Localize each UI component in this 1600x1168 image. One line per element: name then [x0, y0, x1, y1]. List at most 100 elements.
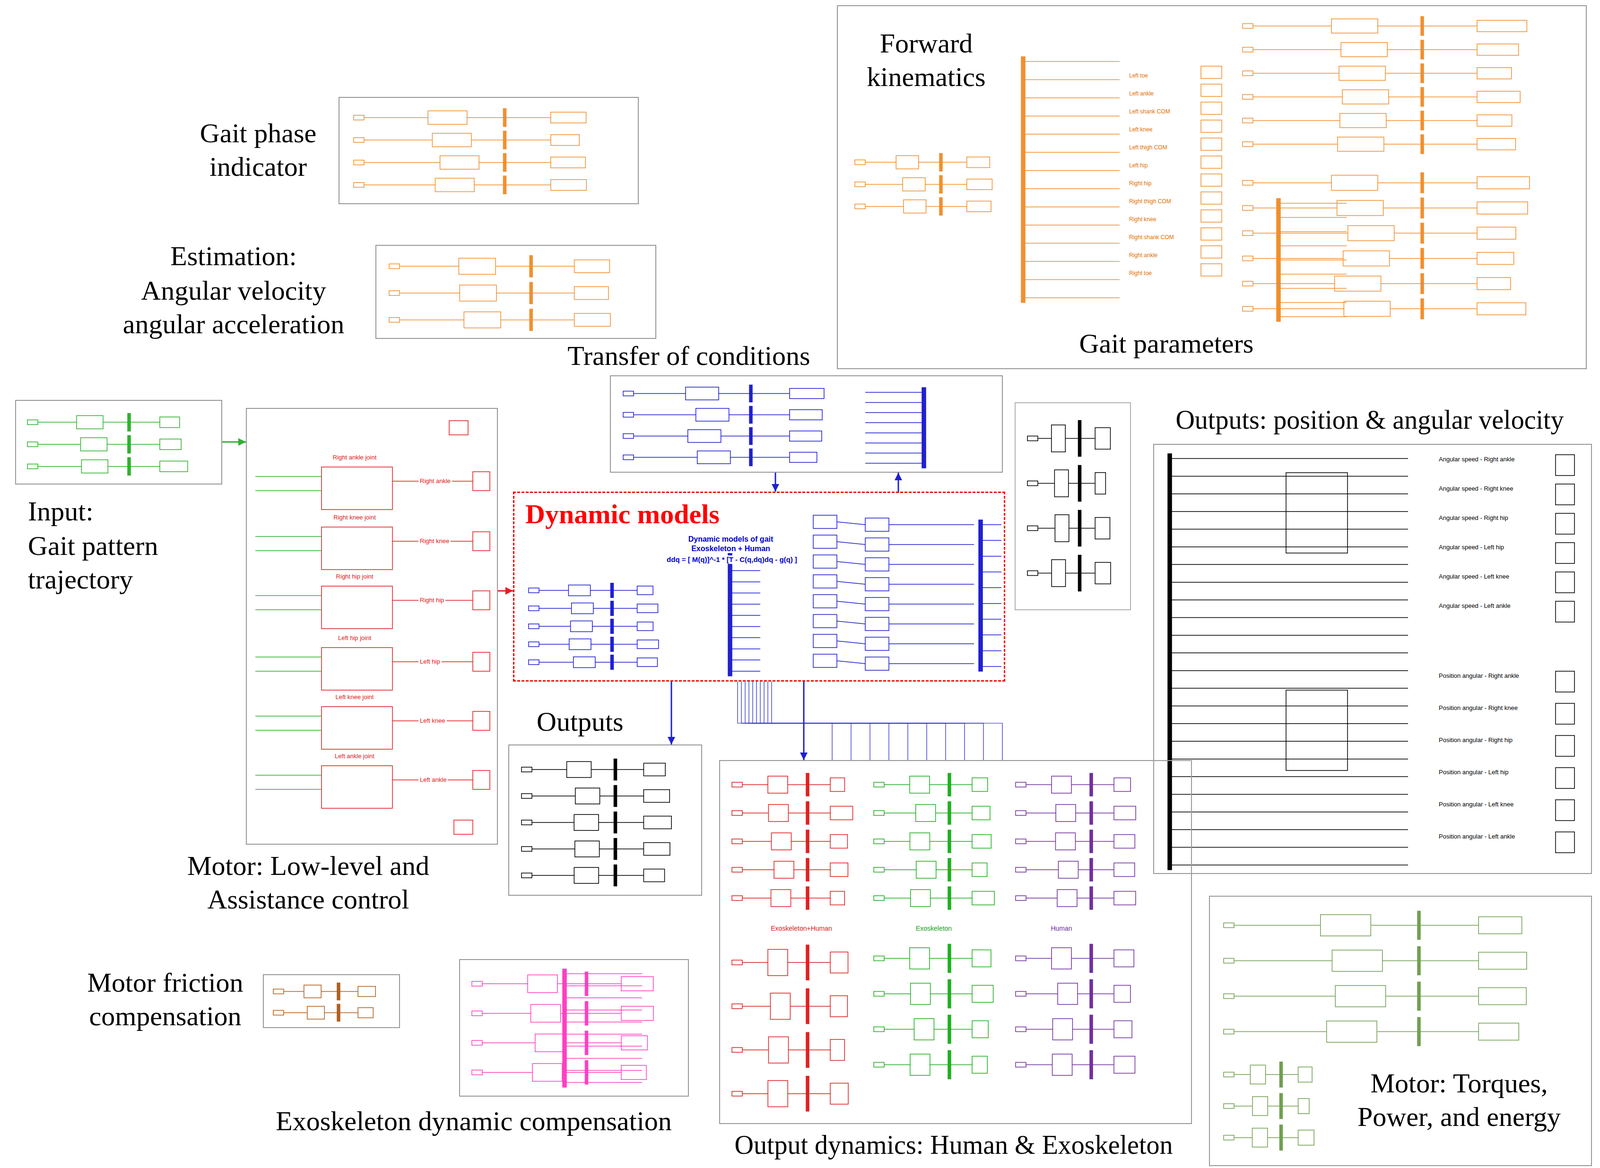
block-symbol — [1057, 889, 1078, 907]
signal-line — [1025, 188, 1120, 190]
block-symbol — [873, 810, 885, 816]
signal-line — [1171, 847, 1409, 849]
block-symbol — [830, 952, 849, 974]
signal-line — [942, 183, 967, 185]
block-symbol — [865, 538, 889, 552]
block-symbol — [966, 156, 990, 168]
block-symbol — [767, 949, 788, 977]
block-symbol — [530, 1004, 561, 1023]
block-symbol — [1113, 863, 1135, 878]
signal-label: Angular speed - Left hip — [1437, 543, 1506, 552]
signal-line — [531, 822, 574, 824]
signal-line — [1385, 72, 1421, 74]
signal-line — [1026, 1064, 1053, 1066]
block-symbol — [1279, 1093, 1283, 1119]
signal-line — [1171, 811, 1409, 813]
signal-line — [742, 1050, 769, 1052]
signal-line — [364, 162, 441, 164]
block-symbol — [535, 1034, 566, 1053]
block-symbol — [321, 467, 393, 510]
signal-line — [718, 393, 750, 395]
block-symbol — [865, 657, 889, 671]
signal-line — [1280, 273, 1347, 275]
signal-line — [888, 623, 974, 625]
block-symbol — [915, 804, 936, 822]
block-symbol — [813, 614, 837, 628]
panel-heading: Estimation: — [168, 239, 298, 274]
block-symbol — [643, 843, 670, 856]
block-symbol — [1089, 773, 1093, 797]
block-symbol — [1089, 944, 1093, 974]
signal-line — [836, 581, 866, 585]
signal-line — [737, 681, 833, 761]
signal-line — [1171, 723, 1409, 725]
signal-line — [731, 603, 761, 605]
signal-line — [1171, 599, 1409, 601]
signal-label: Right knee joint — [331, 513, 378, 522]
signal-line — [888, 583, 974, 585]
block-symbol — [1015, 1062, 1027, 1068]
block-symbol — [1477, 67, 1512, 79]
block-symbol — [575, 788, 600, 805]
signal-line — [1265, 1074, 1280, 1076]
signal-line — [1252, 120, 1340, 122]
block-symbol — [1286, 472, 1348, 554]
block-symbol — [1089, 980, 1093, 1009]
signal-line — [591, 769, 614, 771]
block-symbol — [1055, 833, 1076, 851]
block-symbol — [813, 634, 837, 648]
block-symbol — [1477, 303, 1526, 316]
block-symbol — [966, 200, 992, 212]
block-symbol — [623, 391, 634, 397]
signal-label: Position angular - Right ankle — [1437, 672, 1521, 680]
block-symbol — [1477, 114, 1513, 127]
signal-wire — [222, 441, 246, 444]
block-symbol — [585, 1060, 589, 1085]
block-symbol — [731, 895, 743, 901]
block-symbol — [1420, 223, 1424, 244]
block-symbol — [1027, 481, 1038, 487]
signal-label: Right toe — [1127, 269, 1154, 277]
block-symbol — [610, 619, 614, 634]
signal-line — [788, 812, 807, 814]
block-symbol — [459, 285, 497, 302]
block-symbol — [1113, 950, 1134, 968]
block-symbol — [865, 518, 889, 532]
block-symbol — [806, 1032, 809, 1068]
signal-line — [1092, 812, 1114, 814]
block-symbol — [1334, 276, 1382, 292]
block-symbol — [1420, 16, 1424, 36]
signal-line — [566, 997, 643, 999]
signal-line — [482, 1013, 531, 1015]
block-symbol — [813, 515, 837, 529]
block-symbol — [472, 591, 490, 610]
block-symbol — [321, 586, 393, 629]
block-symbol — [610, 601, 614, 616]
block-symbol — [767, 1080, 788, 1108]
signal-line — [1025, 152, 1120, 154]
panel-heading: Motor: Low-level and Assistance control — [156, 849, 460, 917]
signal-line — [950, 869, 973, 871]
block-symbol — [731, 867, 743, 873]
signal-line — [482, 1043, 536, 1044]
block-symbol — [1478, 917, 1522, 935]
signal-line — [591, 643, 611, 645]
signal-line — [1234, 1137, 1253, 1139]
signal-line — [982, 634, 1002, 636]
block-symbol — [449, 420, 469, 435]
block-symbol — [353, 182, 365, 188]
signal-line — [1388, 96, 1421, 98]
signal-label: Left knee — [1127, 126, 1154, 133]
block-symbol — [749, 427, 753, 445]
block-symbol — [472, 531, 490, 551]
block-symbol — [1223, 994, 1235, 1000]
block-symbol — [685, 387, 719, 400]
block-symbol — [610, 637, 614, 652]
signal-line — [37, 422, 77, 424]
signal-line — [950, 812, 973, 814]
block-symbol — [1015, 991, 1027, 997]
block-symbol — [321, 527, 393, 570]
signal-label: Left knee joint — [334, 693, 376, 702]
block-symbol — [1095, 427, 1111, 450]
signal-line — [1025, 79, 1120, 81]
